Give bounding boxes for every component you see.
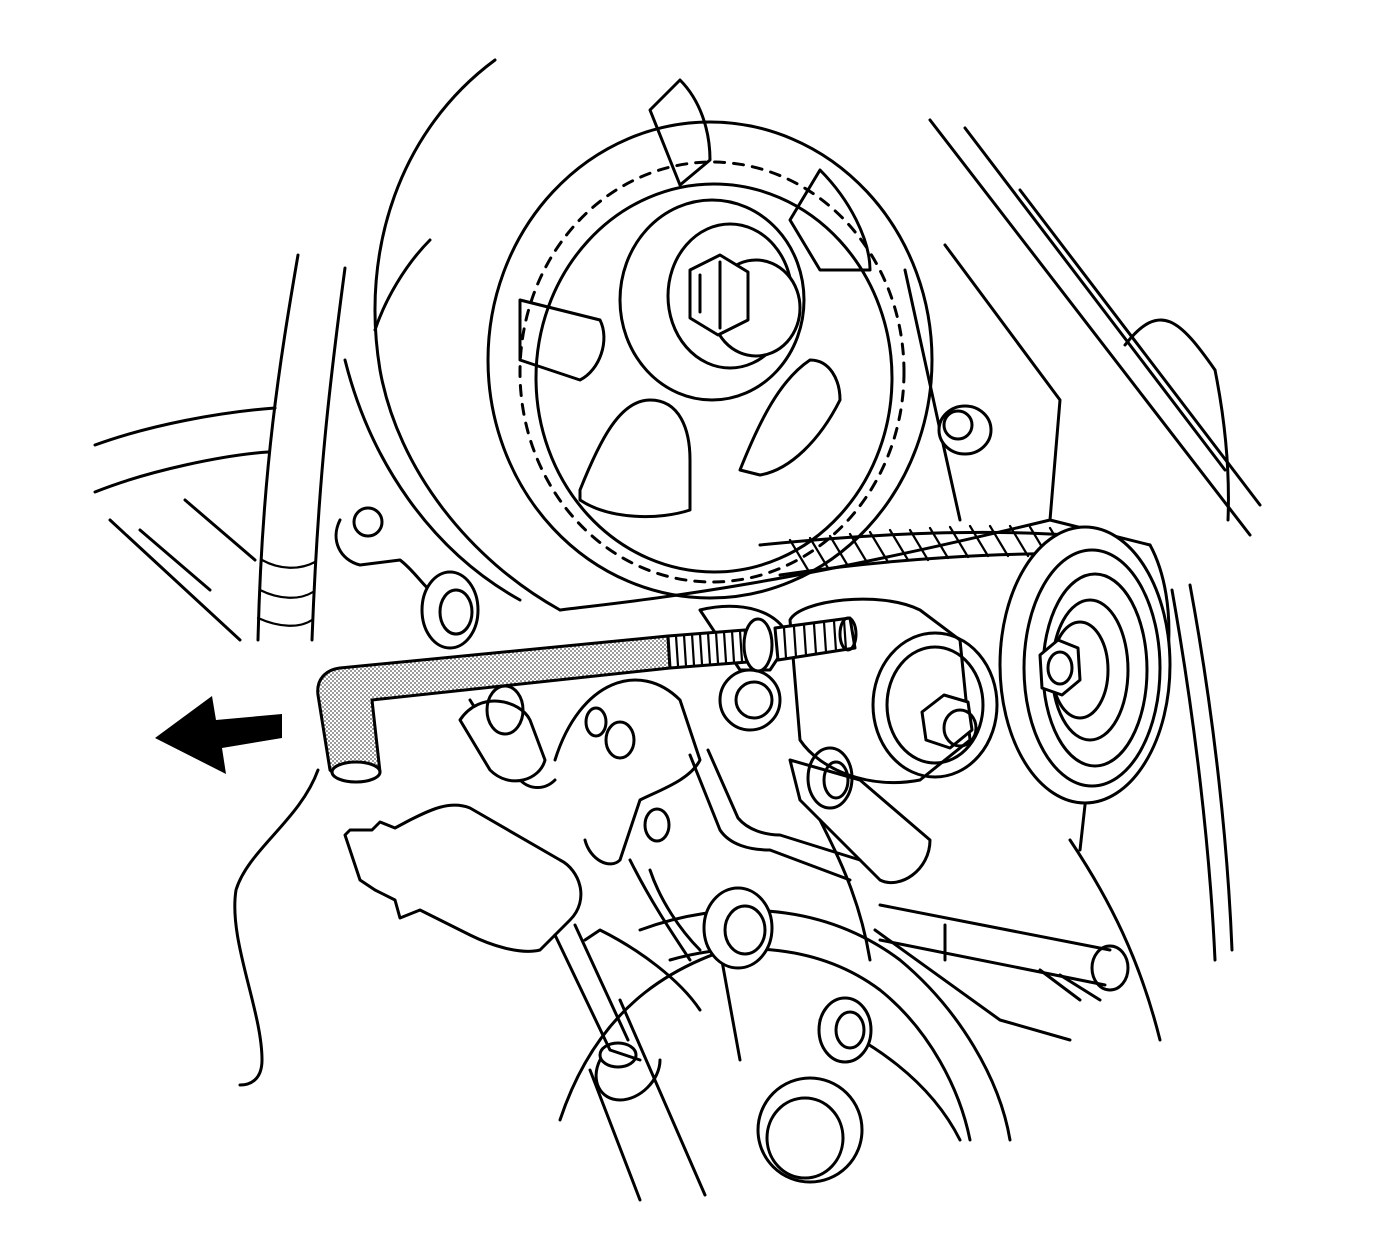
wiring-harness	[343, 748, 873, 1184]
direction-arrow-left	[155, 696, 282, 774]
tensioner-pulley-nut	[1038, 638, 1082, 697]
tensioner-adjust-bolt	[666, 616, 858, 673]
camshaft-sprocket-bolt	[618, 198, 806, 402]
camshaft-sprocket	[486, 78, 934, 600]
tensioner-pulley	[998, 525, 1172, 805]
tensioner-mount-bolts	[420, 404, 993, 789]
